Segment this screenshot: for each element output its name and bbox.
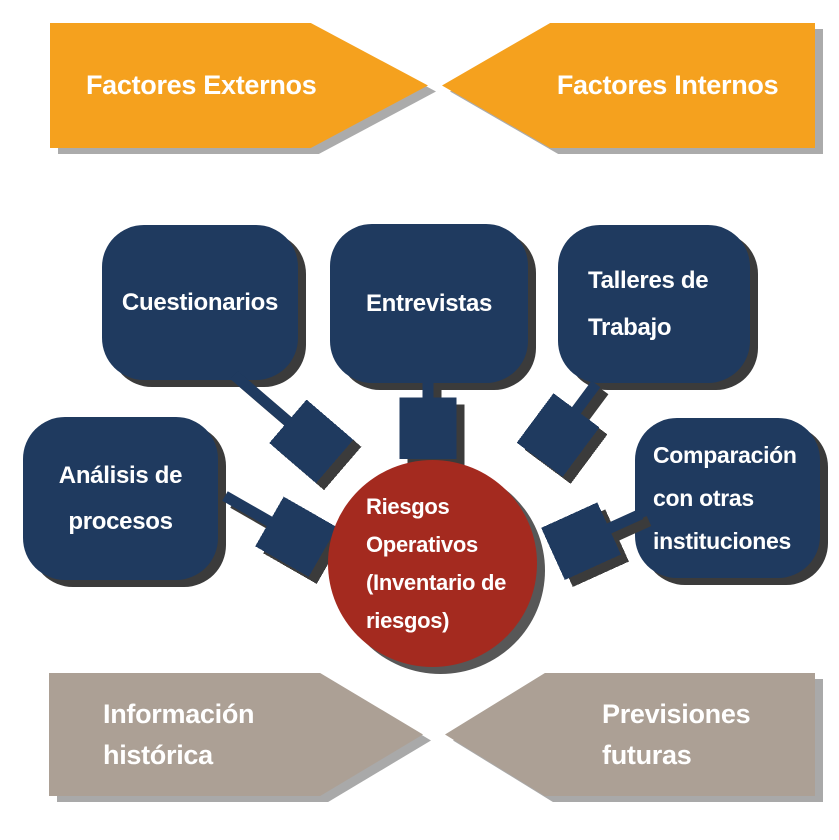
banner-futuras-line1: Previsiones: [602, 698, 751, 729]
arrow-cuestionarios-to-circle: [230, 370, 333, 460]
box-cuestionarios: Cuestionarios: [102, 225, 298, 380]
box-entrevistas: Entrevistas: [330, 224, 528, 383]
arrow-comparacion-to-circle: [555, 514, 644, 553]
box-entrevistas-label: Entrevistas: [365, 289, 493, 317]
box-talleres-de-trabajo: Talleres de Trabajo: [558, 225, 750, 383]
box-comparacion-line3: instituciones: [653, 527, 791, 554]
banner-factores-externos: Factores Externos: [50, 23, 428, 148]
banner-factores-externos-label: Factores Externos: [85, 70, 317, 100]
circle-line4: riesgos): [366, 607, 450, 633]
arrow-talleres-to-circle: [541, 380, 601, 458]
box-analisis-de-procesos: Análisis de procesos: [23, 417, 218, 580]
circle-line3: (Inventario de: [366, 569, 507, 595]
box-comparacion-line2: con otras: [653, 484, 754, 511]
box-talleres-line2: Trabajo: [588, 314, 672, 341]
banner-historica-line1: Información: [103, 698, 255, 729]
banner-historica-line2: histórica: [103, 739, 213, 770]
right-arrow-banner-shape: Información histórica: [49, 673, 423, 796]
banner-factores-internos-label: Factores Internos: [556, 70, 779, 100]
box-cuestionarios-label: Cuestionarios: [121, 288, 279, 316]
banner-informacion-historica: Información histórica: [49, 673, 423, 796]
box-comparacion-instituciones: Comparación con otras instituciones: [635, 418, 820, 578]
arrow-analisis-to-circle: [222, 491, 321, 551]
left-arrow-banner-shape: Factores Internos: [442, 23, 815, 148]
right-arrow-banner-shape: Factores Externos: [50, 23, 428, 148]
banner-factores-internos: Factores Internos: [442, 23, 815, 148]
box-analisis-line1: Análisis de: [58, 461, 183, 489]
box-analisis-line2: procesos: [68, 507, 173, 535]
box-talleres-line1: Talleres de: [588, 267, 709, 294]
banner-previsiones-futuras: Previsiones futuras: [445, 673, 815, 796]
circle-line2: Operativos: [366, 531, 478, 557]
circle-line1: Riesgos: [366, 493, 450, 519]
center-circle-riesgos-operativos: Riesgos Operativos (Inventario de riesgo…: [328, 460, 537, 667]
banner-futuras-line2: futuras: [602, 739, 692, 770]
left-arrow-banner-shape: Previsiones futuras: [445, 673, 815, 796]
box-comparacion-line1: Comparación: [653, 441, 797, 468]
